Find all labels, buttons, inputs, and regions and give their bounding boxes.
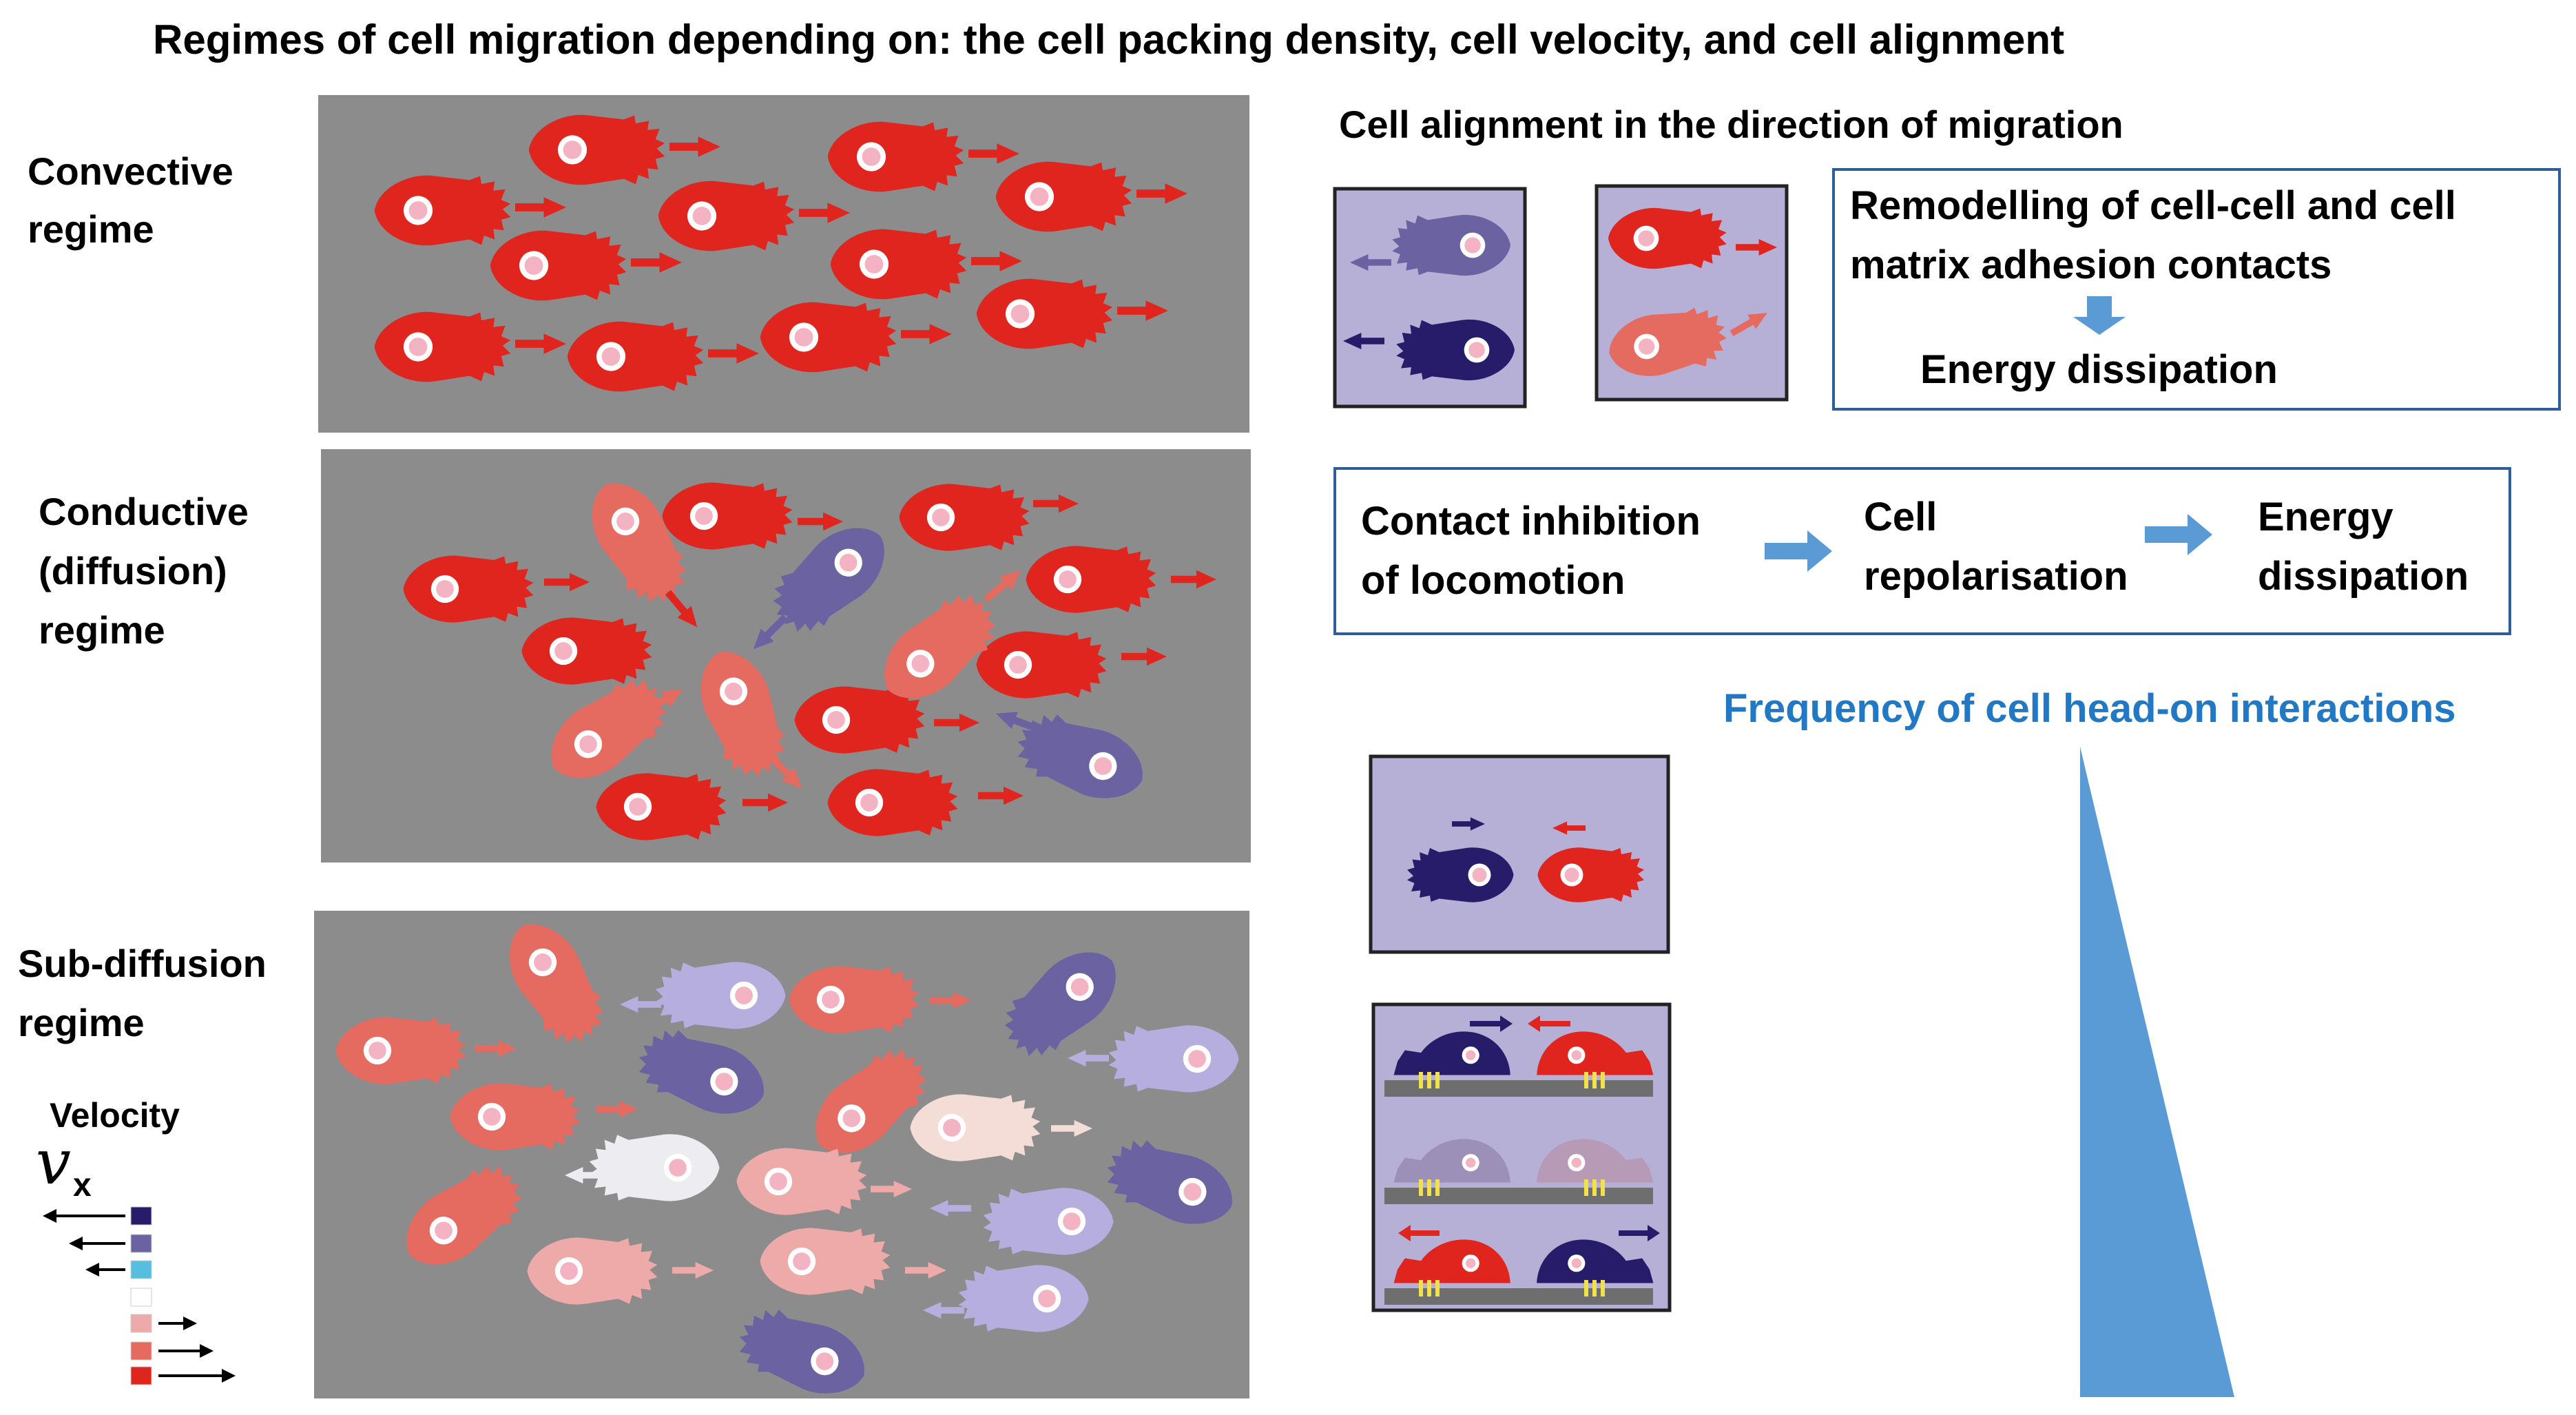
cell-icon: [958, 1265, 1089, 1332]
cell-icon: [976, 278, 1113, 349]
arrow-icon: [1470, 1015, 1513, 1032]
velocity-swatch: [130, 1288, 152, 1307]
remodelling-text-line1: Remodelling of cell-cell and cell: [1850, 183, 2456, 228]
dissipation-line1: Energy: [2258, 495, 2393, 539]
velocity-legend-title: Velocity: [50, 1096, 180, 1135]
arrow-icon: [1398, 1225, 1440, 1241]
convective-label-line1: Convective: [28, 149, 233, 193]
repolarisation-line1: Cell: [1864, 495, 1937, 539]
cell-icon: [589, 1134, 720, 1201]
cell-icon: [490, 230, 627, 301]
cell-icon: [1026, 546, 1156, 613]
cell-icon: [830, 229, 967, 300]
velocity-swatch: [130, 1260, 152, 1279]
convective-label-line2: regime: [28, 207, 154, 251]
cell-icon: [527, 1237, 658, 1305]
cell-icon: [658, 180, 795, 251]
cell-icon: [760, 302, 897, 373]
cell-icon: [899, 484, 1030, 551]
contact-inhibition-line2: of locomotion: [1361, 558, 1625, 603]
velocity-color-scale: [43, 1206, 236, 1385]
cell-icon: [1392, 214, 1510, 276]
substrate: [1384, 1080, 1653, 1097]
cell-icon: [760, 1228, 891, 1295]
right-arrow-icon-1: [1765, 530, 1832, 572]
cell-icon: [995, 161, 1132, 232]
frequency-label: Frequency of cell head-on interactions: [1723, 686, 2456, 731]
cell-icon: [1108, 1025, 1239, 1093]
cell-icon: [335, 1017, 466, 1084]
cell-icon: [736, 1148, 867, 1215]
cell-icon: [374, 175, 511, 246]
substrate: [1384, 1188, 1653, 1204]
head-on-cells: [1384, 817, 1660, 1305]
cell-icon: [374, 311, 511, 382]
remodelling-result: Energy dissipation: [1920, 347, 2278, 392]
velocity-symbol: v: [36, 1126, 71, 1199]
cell-icon: [567, 321, 704, 392]
main-title: Regimes of cell migration depending on: …: [153, 17, 2064, 63]
contact-inhibition-line1: Contact inhibition: [1361, 499, 1701, 544]
cell-icon: [655, 962, 786, 1029]
velocity-swatch: [130, 1314, 152, 1333]
cell-icon: [976, 631, 1107, 699]
cell-icon: [1608, 207, 1727, 269]
frequency-wedge: [2080, 747, 2234, 1397]
subdiffusion-label-line2: regime: [18, 1001, 145, 1044]
cell-icon: [827, 121, 964, 192]
cell-icon: [403, 555, 534, 623]
remodelling-box: [1832, 168, 2561, 411]
velocity-swatch: [130, 1234, 152, 1253]
cell-icon: [827, 769, 958, 836]
cell-icon: [1537, 847, 1644, 902]
conductive-label-line1: Conductive: [39, 490, 249, 533]
convective-panel: [318, 95, 1249, 433]
cell-icon: [1407, 847, 1514, 902]
cell-icon: [910, 1094, 1041, 1161]
repolarisation-line2: repolarisation: [1864, 554, 2128, 599]
velocity-swatch: [130, 1206, 152, 1226]
arrow-icon: [1528, 1015, 1570, 1032]
velocity-swatch: [130, 1341, 152, 1361]
cell-icon: [983, 1188, 1114, 1255]
contact-inhibition-box: [1333, 467, 2511, 635]
velocity-subscript: x: [73, 1167, 92, 1204]
velocity-swatch: [130, 1366, 152, 1385]
dissipation-line2: dissipation: [2258, 554, 2469, 599]
substrate: [1384, 1288, 1653, 1305]
remodelling-text-line2: matrix adhesion contacts: [1850, 242, 2331, 287]
cell-icon: [521, 617, 652, 685]
cell-icon: [596, 773, 727, 840]
cell-icon: [789, 966, 920, 1033]
cell-icon: [662, 482, 793, 550]
cell-icon: [450, 1083, 581, 1150]
cell-icon: [528, 114, 665, 185]
arrow-icon: [1619, 1225, 1660, 1241]
conductive-label-line2: (diffusion): [39, 549, 227, 592]
right-arrow-icon-2: [2145, 514, 2212, 555]
down-arrow-icon: [2073, 296, 2126, 335]
subdiffusion-label-line1: Sub-diffusion: [18, 942, 267, 985]
alignment-heading: Cell alignment in the direction of migra…: [1339, 103, 2123, 146]
conductive-label-line3: regime: [39, 608, 165, 652]
cell-icon: [1396, 319, 1515, 381]
